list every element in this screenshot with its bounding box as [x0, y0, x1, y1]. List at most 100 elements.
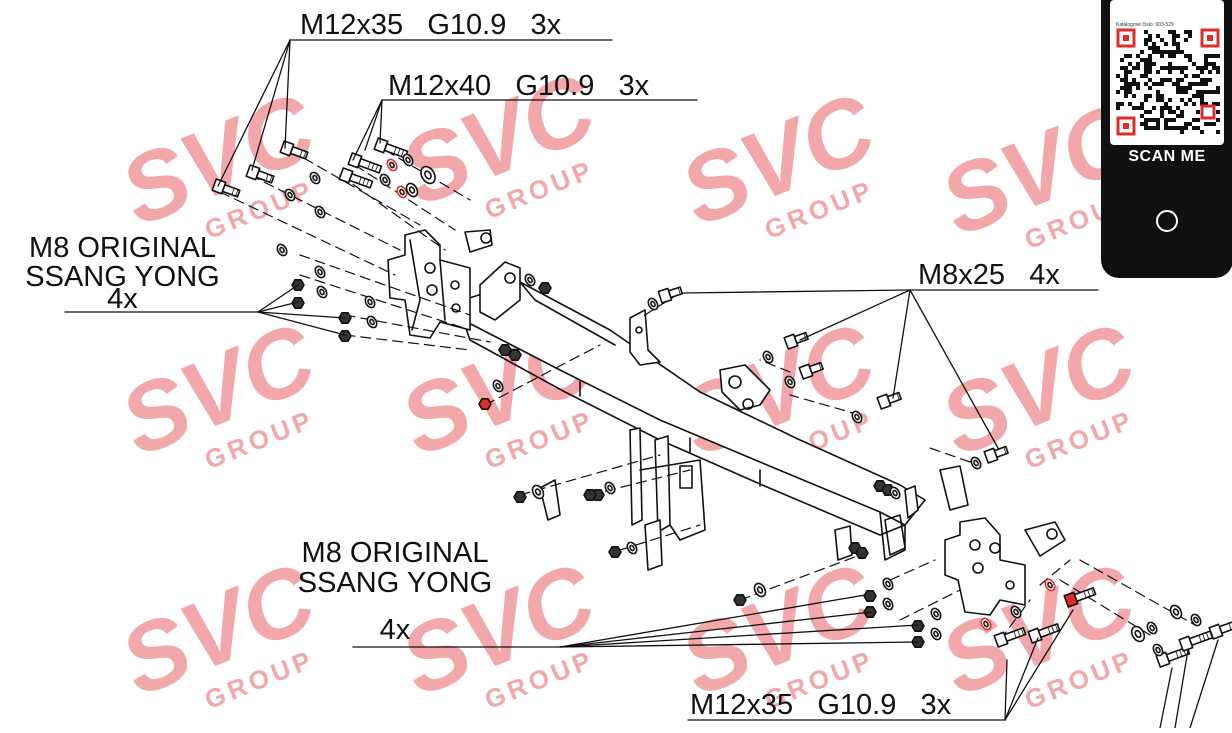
- qr-cell: [1184, 122, 1188, 126]
- washer-hole: [287, 191, 293, 199]
- washer: [1190, 613, 1202, 627]
- qr-cell: [1140, 122, 1144, 126]
- qr-cell: [1208, 90, 1212, 94]
- qr-cell: [1144, 126, 1148, 130]
- qr-cell: [1140, 58, 1144, 62]
- qr-cell: [1188, 54, 1192, 58]
- qr-cell: [1196, 66, 1200, 70]
- qr-cell: [1160, 98, 1164, 102]
- qr-cell: [1128, 90, 1132, 94]
- qr-cell: [1156, 82, 1160, 86]
- qr-cell: [1128, 102, 1132, 106]
- qr-cell: [1124, 82, 1128, 86]
- qr-cell: [1124, 78, 1128, 82]
- qr-cell: [1192, 82, 1196, 86]
- qr-cell: [1124, 86, 1128, 90]
- qr-cell: [1160, 94, 1164, 98]
- bolt: [211, 178, 241, 198]
- washer-hole: [495, 382, 501, 390]
- qr-cell: [1164, 78, 1168, 82]
- qr-cell: [1152, 46, 1156, 50]
- qr-cell: [1148, 78, 1152, 82]
- qr-cell: [1172, 110, 1176, 114]
- bolt: [983, 445, 1009, 464]
- qr-cell: [1196, 82, 1200, 86]
- qr-cell: [1176, 82, 1180, 86]
- qr-cell: [1148, 34, 1152, 38]
- qr-cell: [1200, 94, 1204, 98]
- qr-cell: [1156, 34, 1160, 38]
- qr-cell: [1188, 82, 1192, 86]
- qr-cell: [1124, 70, 1128, 74]
- tow-bar-assembly: [64, 39, 1232, 729]
- nut: [478, 398, 492, 410]
- qr-cell: [1188, 98, 1192, 102]
- qr-cell: [1160, 78, 1164, 82]
- qr-cell: [1152, 126, 1156, 130]
- qr-cell: [1180, 130, 1184, 134]
- qr-cell: [1152, 82, 1156, 86]
- qr-cell: [1156, 94, 1160, 98]
- washer: [647, 297, 659, 311]
- qr-cell: [1180, 50, 1184, 54]
- qr-cell: [1176, 106, 1180, 110]
- washer-hole: [1013, 608, 1019, 616]
- bolt: [1063, 587, 1097, 608]
- label-left-nuts-line1: M8 ORIGINAL: [29, 232, 216, 264]
- washer: [851, 410, 863, 424]
- washer-hole: [1149, 624, 1155, 632]
- qr-cell: [1184, 126, 1188, 130]
- bolt: [993, 627, 1027, 648]
- scan-me-label: SCAN ME: [1128, 148, 1206, 165]
- nut: [583, 489, 597, 501]
- qr-cell: [1200, 130, 1204, 134]
- washer-hole: [1047, 581, 1053, 589]
- label-lower-nuts-line2: SSANG YONG: [297, 567, 493, 599]
- qr-cell: [1200, 70, 1204, 74]
- washer-hole: [1155, 646, 1161, 654]
- qr-cell: [1144, 66, 1148, 70]
- nut: [608, 546, 622, 558]
- washer: [762, 350, 774, 364]
- washer-hole: [607, 484, 613, 492]
- left-bracket: [387, 229, 493, 339]
- qr-cell: [1188, 58, 1192, 62]
- qr-cell: [1144, 62, 1148, 66]
- home-button-icon: [1156, 210, 1178, 232]
- qr-cell: [1120, 102, 1124, 106]
- qr-cell: [1152, 50, 1156, 54]
- qr-cell: [1140, 74, 1144, 78]
- qr-cell: [1208, 122, 1212, 126]
- washer: [882, 597, 894, 611]
- qr-cell: [1176, 66, 1180, 70]
- qr-cell: [1160, 66, 1164, 70]
- qr-code-icon: [1116, 28, 1220, 136]
- washer-hole: [319, 288, 325, 296]
- qr-cell: [1164, 66, 1168, 70]
- qr-cell: [1144, 58, 1148, 62]
- qr-cell: [1148, 46, 1152, 50]
- qr-cell: [1212, 122, 1216, 126]
- label-right-bolts-m8x25: M8x25 4x: [918, 259, 1060, 291]
- qr-cell: [1148, 66, 1152, 70]
- qr-cell: [1208, 62, 1212, 66]
- qr-cell: [1136, 62, 1140, 66]
- qr-cell: [1168, 110, 1172, 114]
- label-lower-nuts-line1: M8 ORIGINAL: [301, 537, 489, 569]
- nut: [911, 620, 925, 632]
- qr-badge[interactable]: Katalogové číslo: 003-529 SCAN ME: [1101, 0, 1232, 278]
- qr-cell: [1164, 118, 1168, 122]
- qr-cell: [1168, 54, 1172, 58]
- qr-cell: [1200, 102, 1204, 106]
- qr-cell: [1168, 62, 1172, 66]
- washer-hole: [408, 186, 416, 194]
- qr-cell: [1144, 74, 1148, 78]
- qr-cell: [1204, 78, 1208, 82]
- washer: [1146, 621, 1158, 635]
- washer-hole: [892, 489, 898, 497]
- qr-cell: [1176, 114, 1180, 118]
- qr-cell: [1172, 118, 1176, 122]
